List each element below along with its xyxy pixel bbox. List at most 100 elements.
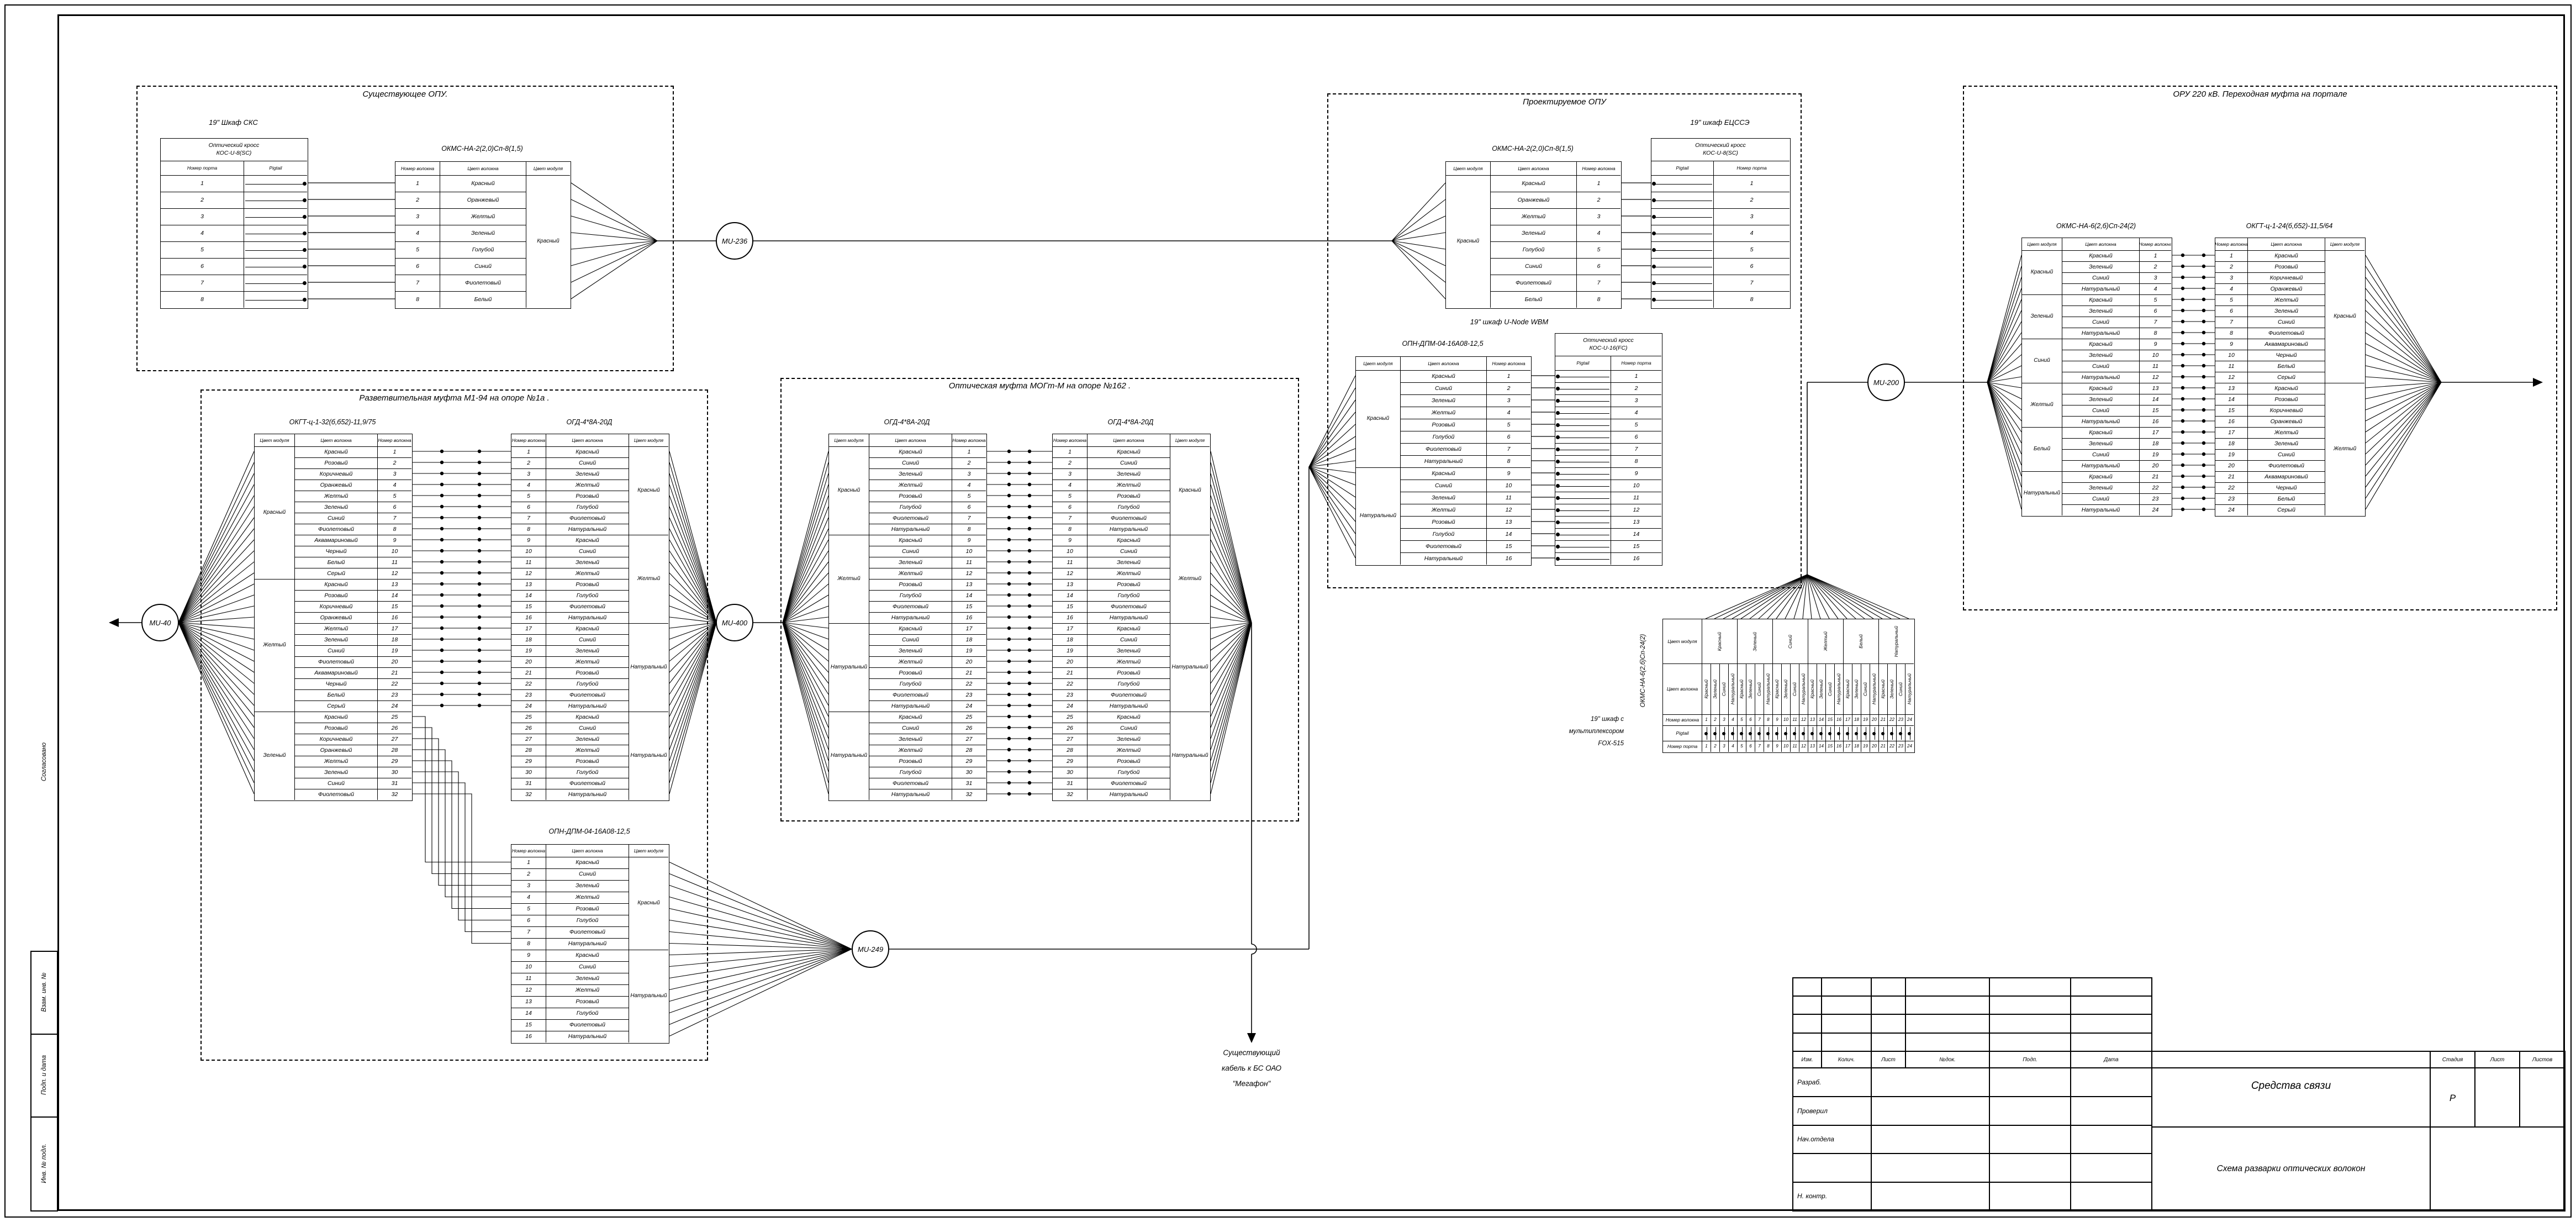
fiber-number: 14: [2139, 394, 2171, 405]
fiber-number: 14: [377, 590, 411, 601]
table-title-proj-okms: ОКМС-НА-2(2,0)Сп-8(1,5): [1492, 145, 1574, 152]
fiber-number: 31: [377, 778, 411, 789]
pigtail: [244, 175, 307, 192]
module-color: Красный: [829, 446, 869, 535]
module-color: Натуральный: [829, 623, 869, 712]
fiber-color: Розовый: [869, 667, 952, 678]
fiber-number: 13: [952, 579, 986, 590]
fiber-number: 24: [2215, 504, 2247, 515]
fiber-color: Натуральный: [2062, 283, 2139, 294]
col-header: Pigtail: [244, 161, 307, 175]
fiber-color: Фиолетовый: [546, 1019, 629, 1031]
port-number: 6: [1746, 741, 1755, 752]
fiber-color: Голубой: [869, 590, 952, 601]
col-header: Цвет волокна: [546, 845, 629, 857]
strip-row-label: Pigtail: [1663, 725, 1702, 741]
pigtail: [1651, 208, 1713, 225]
fiber-number: 14: [1053, 590, 1087, 601]
fiber-color: Красный: [546, 623, 629, 634]
module-color: Красный: [1170, 446, 1210, 535]
module-color: Желтый: [255, 579, 294, 712]
module-color: Натуральный: [1170, 623, 1210, 712]
pigtail-connector: [1555, 553, 1611, 565]
port-number: 18: [1852, 741, 1861, 752]
fiber-number: 7: [511, 513, 546, 524]
fiber-color: Зеленый: [2062, 482, 2139, 493]
fiber-color: Натуральный: [1087, 700, 1170, 712]
fiber-number: 12: [377, 568, 411, 579]
fiber-color: Синий: [546, 546, 629, 557]
fiber-color: Синий: [294, 513, 377, 524]
pigtail: [1711, 725, 1719, 741]
pigtail-connector: [1555, 468, 1611, 480]
col-header: Номер порта: [1713, 161, 1790, 175]
port-number: 2: [1713, 192, 1790, 208]
fiber-color: Красный: [869, 623, 952, 634]
port-number: 5: [161, 241, 244, 258]
pigtail: [1651, 175, 1713, 192]
fiber-number: 20: [952, 656, 986, 667]
pigtail-connector: [1729, 726, 1737, 741]
fiber-color: Зеленый: [1400, 492, 1486, 504]
pigtail: [1764, 725, 1772, 741]
fiber-number: 10: [1486, 480, 1530, 492]
fiber-number: 22: [2215, 482, 2247, 493]
pigtail: [1737, 725, 1746, 741]
fiber-number: 23: [2139, 493, 2171, 504]
fiber-number: 6: [511, 502, 546, 513]
port-number: 5: [1713, 241, 1790, 258]
fiber-number: 26: [377, 723, 411, 734]
fiber-number: 22: [1887, 714, 1896, 725]
fiber-number: 17: [952, 623, 986, 634]
fiber-color: Желтый: [546, 984, 629, 996]
fiber-color-text: Зеленый: [1783, 680, 1789, 699]
fiber-color: Синий: [1719, 663, 1728, 714]
fiber-color: Голубой: [1087, 678, 1170, 689]
col-header: Цвет модуля: [1170, 434, 1210, 446]
fiber-color: Красный: [294, 712, 377, 723]
block-title-m194: Разветвительная муфта М1-94 на опоре №1а…: [359, 393, 550, 403]
fiber-color: Красный: [1878, 663, 1887, 714]
fiber-color: Натуральный: [1870, 663, 1878, 714]
fiber-color: Белый: [2247, 361, 2325, 372]
fiber-number: 32: [1053, 789, 1087, 800]
fiber-number: 10: [511, 546, 546, 557]
fiber-color: Розовый: [1087, 579, 1170, 590]
pigtail-connector: [1555, 431, 1611, 443]
fiber-color-text: Зеленый: [1818, 680, 1824, 699]
fiber-color: Оранжевый: [294, 612, 377, 623]
fiber-number: 28: [1053, 745, 1087, 756]
port-number: 5: [1737, 741, 1746, 752]
block-title-existing-opu: Существующее ОПУ.: [362, 89, 448, 99]
fiber-number: 12: [952, 568, 986, 579]
fiber-color: Оранжевый: [1490, 192, 1576, 208]
pigtail: [1555, 492, 1611, 504]
fiber-number: 21: [2215, 471, 2247, 482]
block-oru-220: [1963, 86, 2557, 610]
node-mu-200: MU-200: [1867, 364, 1905, 401]
fiber-color: Белый: [1490, 291, 1576, 308]
port-number: 7: [1713, 275, 1790, 291]
fiber-color: Желтый: [546, 480, 629, 491]
fiber-number: 3: [952, 468, 986, 480]
fiber-color: Голубой: [1087, 767, 1170, 778]
fiber-color-text: Синий: [1721, 682, 1727, 696]
fiber-color: Красный: [546, 535, 629, 546]
fiber-number: 7: [377, 513, 411, 524]
fiber-color: Красный: [1087, 535, 1170, 546]
module-color: Натуральный: [1878, 619, 1914, 663]
fiber-number: 4: [2139, 283, 2171, 294]
fiber-number: 24: [511, 700, 546, 712]
cabinet-label-ecsse: 19" шкаф ЕЦССЭ: [1690, 118, 1750, 127]
pigtail-connector: [1844, 726, 1852, 741]
fiber-color: Голубой: [869, 502, 952, 513]
fiber-color: Натуральный: [2062, 504, 2139, 515]
pigtail: [1825, 725, 1834, 741]
pigtail: [1555, 382, 1611, 394]
port-number: 1: [161, 175, 244, 192]
pigtail: [1555, 370, 1611, 382]
port-number: 3: [161, 208, 244, 225]
margin-label-vzam: Взам. инв. №: [41, 972, 47, 1012]
fiber-number: 15: [2139, 405, 2171, 416]
